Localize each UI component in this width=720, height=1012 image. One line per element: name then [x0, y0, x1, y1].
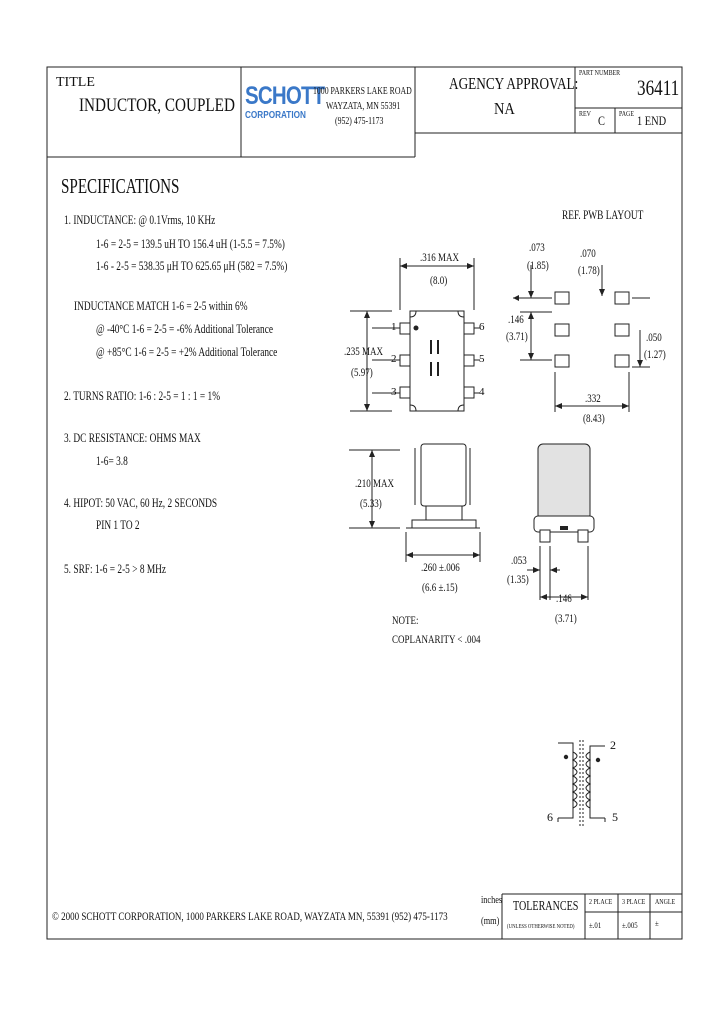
part-number: 36411 [637, 75, 680, 100]
part-number-label: PART NUMBER [579, 69, 621, 77]
unit-mm: (mm) [481, 915, 500, 927]
pin1-dot [413, 325, 419, 331]
dim-pad-073-in: .073 [529, 240, 545, 254]
dim-height-mm: (5.97) [351, 365, 373, 379]
part-title: INDUCTOR, COUPLED [79, 95, 235, 116]
rev-value: C [598, 113, 605, 128]
tol-col-2place: 2 PLACE [589, 898, 613, 906]
dot-primary [563, 754, 569, 760]
page-value: 1 END [637, 113, 667, 128]
dim-side-height-mm: (5.33) [360, 496, 382, 510]
tolerances-note: (UNLESS OTHERWISE NOTED) [507, 924, 575, 930]
spec-hipot-pins: PIN 1 TO 2 [96, 517, 140, 532]
dim-width-mm: (8.0) [430, 273, 448, 287]
top-view-body [409, 310, 465, 412]
dim-side-width-in: .260 ±.006 [421, 560, 460, 574]
tol-col-3place: 3 PLACE [622, 898, 646, 906]
logo-subtitle: CORPORATION [245, 110, 306, 121]
tol-col-angle: ANGLE [655, 898, 676, 906]
spec-srf: 5. SRF: 1-6 = 2-5 > 8 MHz [64, 561, 167, 576]
dim-end-053-mm: (1.35) [507, 572, 529, 586]
title-label: TITLE [56, 75, 95, 90]
dim-pad-050-in: .050 [646, 330, 662, 344]
note-coplanarity: COPLANARITY < .004 [392, 632, 481, 646]
specifications-heading: SPECIFICATIONS [61, 174, 180, 198]
spec-turns-ratio: 2. TURNS RATIO: 1-6 : 2-5 = 1 : 1 = 1% [64, 388, 220, 403]
dim-end-053-in: .053 [511, 553, 527, 567]
outer-frame [46, 66, 683, 940]
spec-dc-resistance-value: 1-6= 3.8 [96, 453, 128, 468]
tolerances-label: TOLERANCES [513, 899, 579, 914]
dim-pad-146-in: .146 [508, 312, 524, 326]
logo-wordmark: SCHOTT [245, 82, 325, 110]
dot-secondary [595, 757, 601, 763]
dim-pad-332-mm: (8.43) [583, 411, 605, 425]
note-label: NOTE: [392, 613, 419, 627]
spec-inductance-match: INDUCTANCE MATCH 1-6 = 2-5 within 6% [74, 298, 248, 313]
address-line-1: 1000 PARKERS LAKE ROAD [313, 86, 412, 97]
dim-side-height-in: .210 MAX [355, 476, 395, 490]
top-view-marks [364, 263, 474, 411]
spec-hipot: 4. HIPOT: 50 VAC, 60 Hz, 2 SECONDS [64, 495, 218, 510]
unit-inches: inches [481, 894, 503, 906]
pin-label-4: 4 [479, 386, 485, 398]
dim-end-146-mm: (3.71) [555, 611, 577, 625]
pin-label-6: 6 [479, 321, 485, 333]
schematic-pin-2: 2 [610, 738, 616, 752]
pwb-layout-title: REF. PWB LAYOUT [562, 207, 644, 222]
dim-side-width-mm: (6.6 ±.15) [422, 580, 458, 594]
pin-label-2: 2 [391, 353, 397, 365]
spec-dc-resistance: 3. DC RESISTANCE: OHMS MAX [64, 430, 201, 445]
pin-label-1: 1 [391, 321, 397, 333]
footer-copyright: © 2000 SCHOTT CORPORATION, 1000 PARKERS … [52, 909, 448, 923]
tol-val-2place: ±.01 [589, 921, 602, 930]
dim-end-146-in: .146 [556, 591, 572, 605]
schematic-pin-5: 5 [612, 810, 618, 824]
spec-inductance: 1. INDUCTANCE: @ 0.1Vrms, 10 KHz [64, 212, 216, 227]
spec-hot-tolerance: @ +85°C 1-6 = 2-5 = +2% Additional Toler… [96, 344, 278, 359]
dim-pad-146-mm: (3.71) [506, 329, 528, 343]
dim-pad-332-in: .332 [585, 391, 601, 405]
spec-cold-tolerance: @ -40°C 1-6 = 2-5 = -6% Additional Toler… [96, 321, 274, 336]
company-logo: SCHOTT CORPORATION [245, 84, 325, 136]
schematic [557, 740, 606, 828]
dim-pad-070-in: .070 [580, 246, 596, 260]
dim-pad-050-mm: (1.27) [644, 347, 666, 361]
pin-label-5: 5 [479, 353, 485, 365]
schematic-pin-6: 6 [547, 810, 553, 824]
page-label: PAGE [619, 110, 634, 118]
pwb-layout [513, 265, 650, 412]
end-view [527, 443, 595, 600]
top-view [350, 258, 480, 412]
dim-height-in: .235 MAX [344, 344, 384, 358]
rev-label: REV [579, 110, 591, 118]
spec-inductance-range-1: 1-6 = 2-5 = 139.5 uH TO 156.4 uH (1-5.5 … [96, 236, 285, 251]
spec-inductance-range-2: 1-6 - 2-5 = 538.35 μH TO 625.65 μH (582 … [96, 258, 288, 273]
dim-width-in: .316 MAX [420, 250, 460, 264]
agency-approval-label: AGENCY APPROVAL: [449, 74, 579, 93]
address-line-3: (952) 475-1173 [335, 116, 384, 127]
pin-label-3: 3 [391, 386, 397, 398]
address-line-2: WAYZATA, MN 55391 [326, 101, 401, 112]
side-view [349, 443, 481, 562]
agency-approval-value: NA [494, 99, 515, 118]
tol-val-angle: ± [655, 919, 659, 928]
tol-val-3place: ±.005 [622, 921, 638, 930]
dim-pad-073-mm: (1.85) [527, 258, 549, 272]
dim-pad-070-mm: (1.78) [578, 263, 600, 277]
